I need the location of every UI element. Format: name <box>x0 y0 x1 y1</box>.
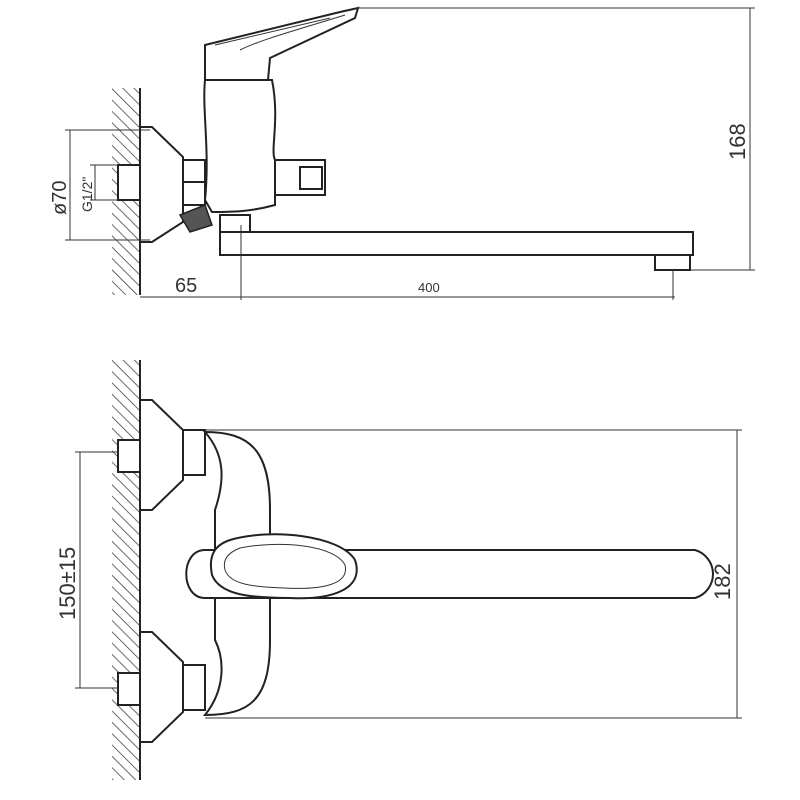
wall-hatch <box>112 360 140 780</box>
handle <box>204 6 360 81</box>
inlet-pipe-top <box>117 439 141 473</box>
top-view: 182 150±15 <box>55 360 742 780</box>
inlet-spacing-label: 150±15 <box>55 547 80 620</box>
escutcheon-bottom <box>139 631 184 743</box>
wall-offset-label: 65 <box>175 275 197 297</box>
spout-length-label: 400 <box>418 280 440 295</box>
nut-top <box>182 429 206 476</box>
escutcheon <box>139 126 184 243</box>
inlet-pipe-bottom <box>117 672 141 706</box>
flange-diameter-label: ø70 <box>49 181 71 215</box>
spout <box>219 231 694 256</box>
thread-label: G1/2" <box>79 177 95 212</box>
height-label: 168 <box>725 123 750 160</box>
aerator <box>654 254 691 271</box>
side-view: 168 ø70 G1/2" 65 400 <box>49 6 755 300</box>
escutcheon-top <box>139 399 184 511</box>
nut-bottom <box>182 664 206 711</box>
inlet-pipe <box>117 164 141 201</box>
seal <box>178 204 213 233</box>
handle <box>210 533 358 600</box>
body <box>203 79 277 214</box>
depth-label: 182 <box>710 563 735 600</box>
